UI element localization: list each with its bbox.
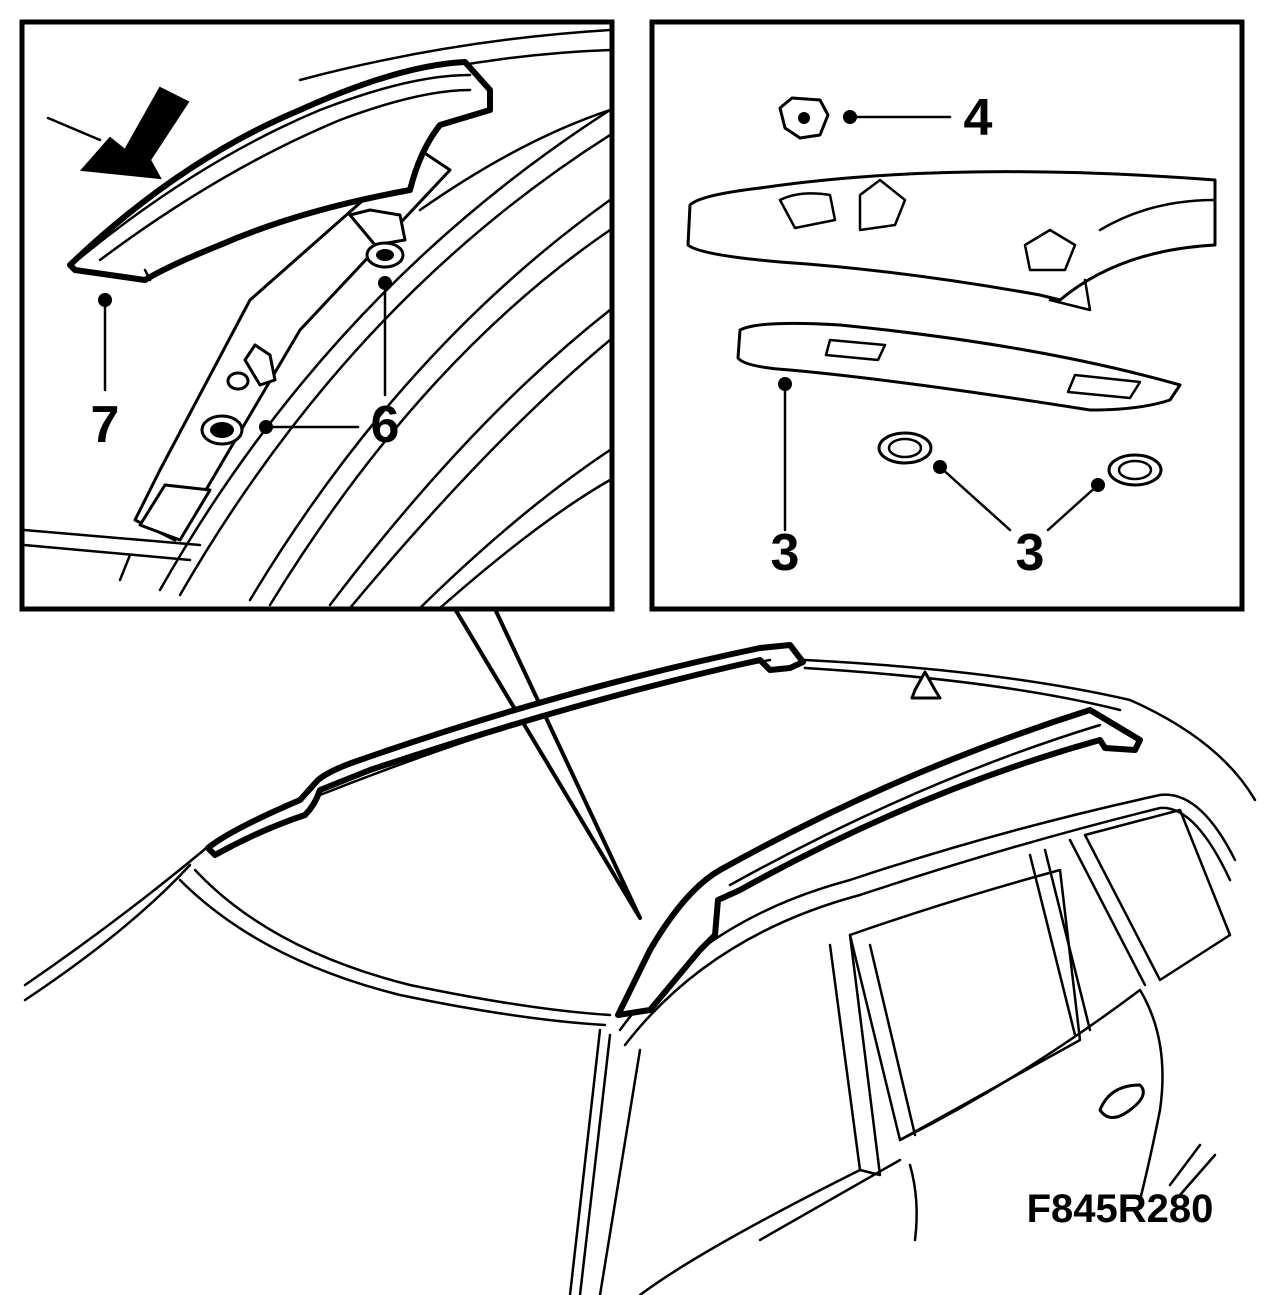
left-detail-panel: 7 6 xyxy=(19,19,615,612)
callout-6: 6 xyxy=(371,396,400,454)
callout-3-a: 3 xyxy=(771,524,800,582)
callout-4: 4 xyxy=(964,89,993,147)
direction-arrow-icon xyxy=(79,86,190,180)
car-roof-view xyxy=(23,642,1257,1295)
right-detail-panel: 4 3 3 xyxy=(649,19,1245,612)
callout-7: 7 xyxy=(91,396,120,454)
detail-pointer xyxy=(453,607,642,920)
callout-3-b: 3 xyxy=(1016,524,1045,582)
figure-code: F845R280 xyxy=(1027,1187,1214,1231)
